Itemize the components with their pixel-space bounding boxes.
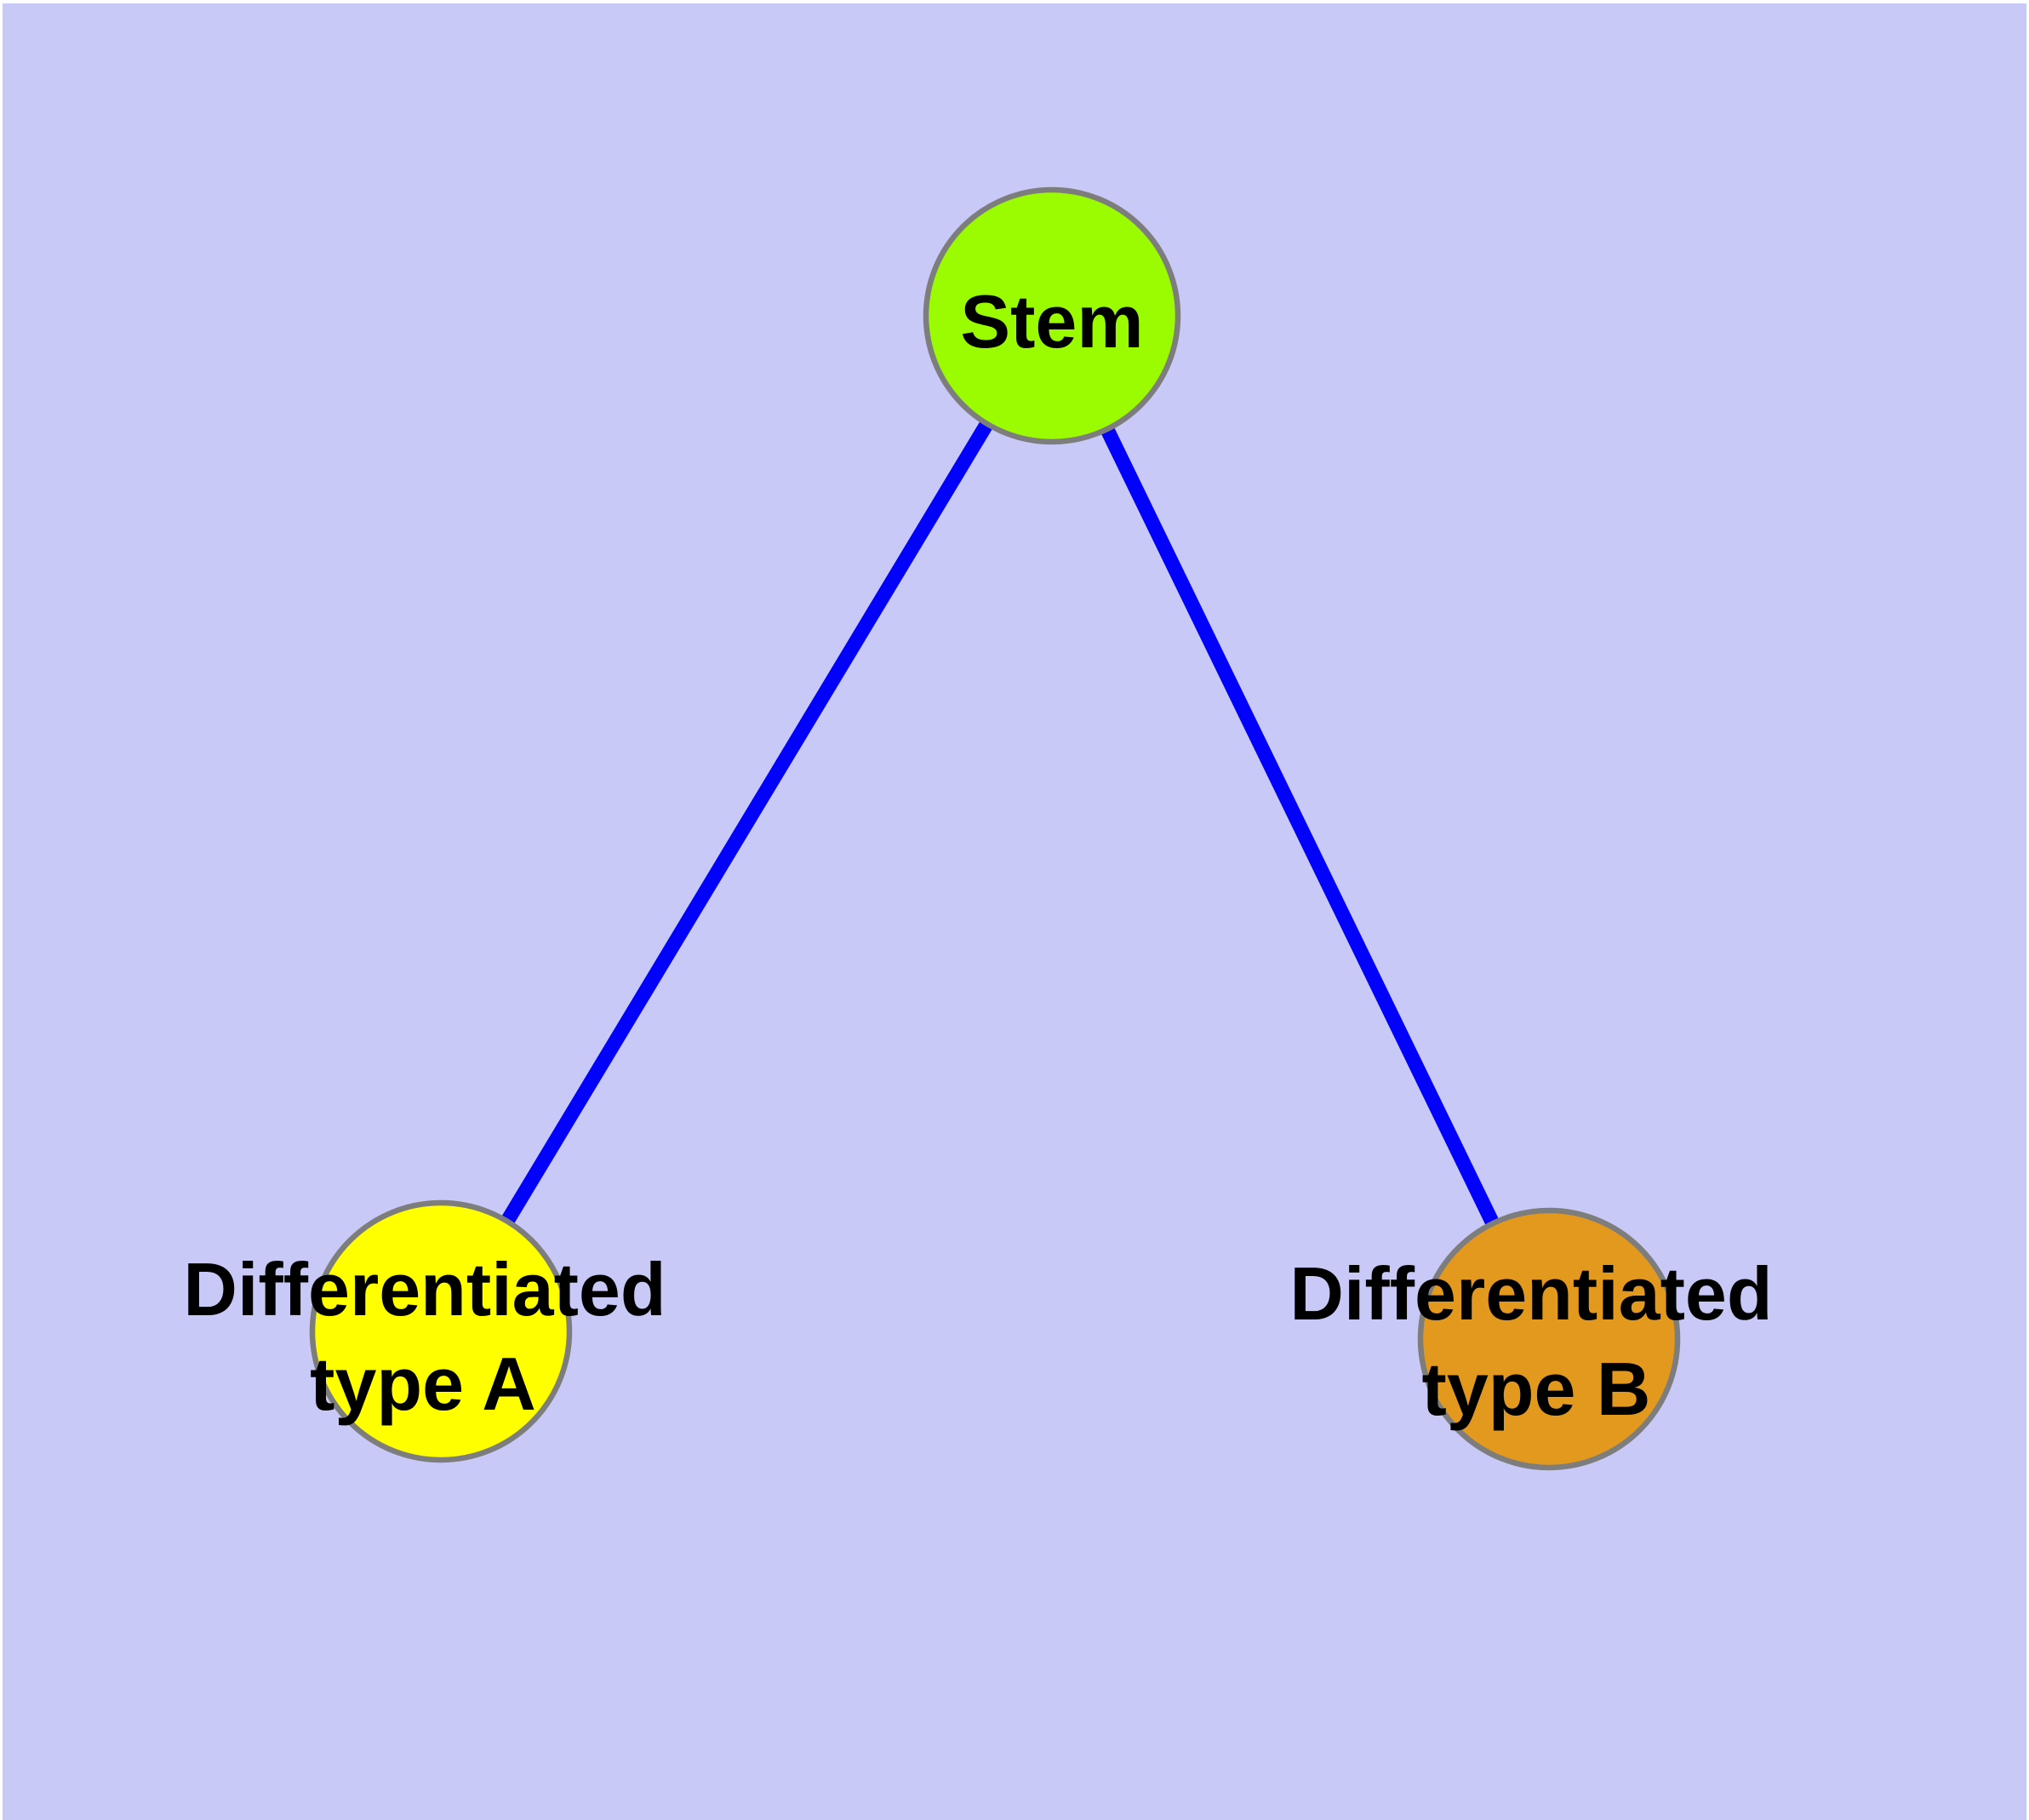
node-type-b-label-line1: Differentiated xyxy=(1289,1251,1772,1336)
edge-stem-to-type-a xyxy=(434,312,1059,1336)
edge-stem-to-type-b xyxy=(1045,312,1556,1342)
node-type-a-label-line2: type A xyxy=(310,1342,536,1426)
node-type-a-circle xyxy=(309,1199,573,1463)
node-type-a-label-line1: Differentiated xyxy=(183,1247,666,1331)
node-stem-label: Stem xyxy=(960,279,1143,363)
node-type-b-label-line2: type B xyxy=(1422,1347,1651,1431)
node-stem-circle xyxy=(923,186,1181,445)
node-type-b-circle xyxy=(1417,1207,1681,1471)
